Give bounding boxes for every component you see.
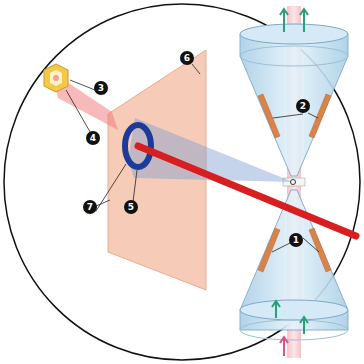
callout-number: 4	[86, 131, 100, 145]
callout-number: 5	[124, 200, 138, 214]
gasket	[283, 178, 305, 186]
callout-number: 6	[180, 51, 194, 65]
hexagon-source	[44, 64, 68, 92]
beam-arrow	[272, 9, 308, 356]
callout-number: 7	[83, 200, 97, 214]
top-anvil	[240, 24, 348, 176]
x-ray-beam	[138, 146, 356, 236]
anvil-seat	[258, 94, 331, 272]
callout-number: 3	[94, 81, 108, 95]
sample-dot	[291, 180, 296, 185]
frame-circle	[4, 4, 360, 360]
callout-number: 1	[289, 233, 303, 247]
leader-line	[66, 64, 319, 252]
callout-number: 2	[296, 99, 310, 113]
